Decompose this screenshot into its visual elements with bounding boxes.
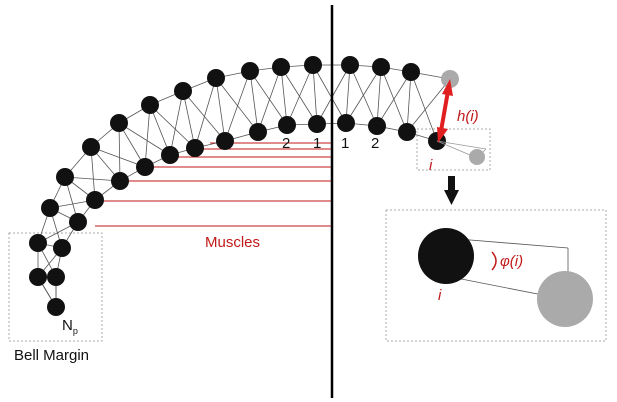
mesh-lines	[37, 64, 451, 308]
mesh-line	[286, 64, 314, 126]
node-outer	[141, 96, 159, 114]
node-inner	[308, 115, 326, 133]
mesh-line	[182, 90, 226, 142]
mesh-line	[406, 78, 451, 133]
mesh-line	[194, 77, 217, 149]
node-outer	[207, 69, 225, 87]
node-outer	[304, 56, 322, 74]
zoom-node-i	[418, 228, 474, 284]
node-outer	[174, 82, 192, 100]
index-right-1: 1	[341, 135, 349, 152]
mesh-line	[345, 64, 351, 124]
muscles-label: Muscles	[205, 234, 260, 251]
i-label-small: i	[429, 157, 433, 174]
mesh-line	[144, 104, 151, 168]
mesh-line	[118, 122, 171, 156]
node-inner	[216, 132, 234, 150]
node-outer	[82, 138, 100, 156]
mesh-line	[249, 70, 288, 126]
mesh-line	[312, 64, 318, 125]
small-angle-sketch	[436, 140, 487, 165]
np-label: Np	[62, 317, 78, 336]
ghost-node-small	[469, 149, 485, 165]
mesh-line	[280, 66, 318, 125]
mesh-line	[376, 71, 412, 127]
node-outer	[41, 199, 59, 217]
node-inner	[53, 239, 71, 257]
mesh-line	[224, 70, 251, 142]
node-outer	[372, 58, 390, 76]
node-inner	[337, 114, 355, 132]
mesh-line	[280, 66, 288, 126]
node-i-frame	[416, 128, 491, 171]
nodes	[29, 56, 459, 316]
i-label-large: i	[438, 287, 442, 304]
mesh-line	[169, 90, 184, 156]
node-inner	[47, 268, 65, 286]
mesh-line	[182, 90, 196, 149]
mesh-line	[215, 77, 226, 142]
index-left-2: 2	[282, 135, 290, 152]
node-inner	[398, 123, 416, 141]
zoomed-node-view	[418, 228, 593, 327]
node-inner	[136, 158, 154, 176]
bell-margin-frame	[8, 232, 103, 342]
node-outer	[341, 56, 359, 74]
mesh-line	[316, 64, 351, 125]
mesh-line	[215, 77, 259, 133]
node-outer	[272, 58, 290, 76]
node-inner	[161, 146, 179, 164]
mesh-line	[312, 64, 347, 124]
node-outer	[110, 114, 128, 132]
node-outer	[29, 234, 47, 252]
phi-label: φ(i)	[500, 253, 523, 270]
zoom-ghost-node	[537, 271, 593, 327]
mesh-line	[90, 146, 146, 168]
node-inner	[368, 117, 386, 135]
index-left-1: 1	[313, 135, 321, 152]
mesh-line	[345, 66, 382, 124]
muscle-lines	[95, 142, 332, 227]
node-outer	[29, 268, 47, 286]
mesh-line	[149, 104, 196, 149]
node-inner	[86, 191, 104, 209]
node-outer	[47, 298, 65, 316]
index-right-2: 2	[371, 135, 379, 152]
mesh-line	[410, 71, 438, 142]
mesh-line	[118, 122, 121, 182]
double-arrow-icon	[437, 79, 453, 143]
down-arrow-icon	[444, 176, 459, 205]
node-inner	[69, 213, 87, 231]
node-inner	[249, 123, 267, 141]
mesh-line	[376, 66, 382, 127]
mesh-line	[64, 176, 121, 182]
mesh-line	[406, 71, 412, 133]
node-outer	[56, 168, 74, 186]
phi-angle-arc	[491, 251, 497, 271]
node-inner	[278, 116, 296, 134]
zoom-frame	[385, 209, 607, 342]
node-inner	[111, 172, 129, 190]
h-label: h(i)	[457, 108, 479, 125]
node-inner	[186, 139, 204, 157]
bell-margin-label: Bell Margin	[14, 347, 89, 364]
mesh-line	[249, 70, 259, 133]
node-outer	[402, 63, 420, 81]
mesh-line	[257, 66, 282, 133]
node-outer	[241, 62, 259, 80]
